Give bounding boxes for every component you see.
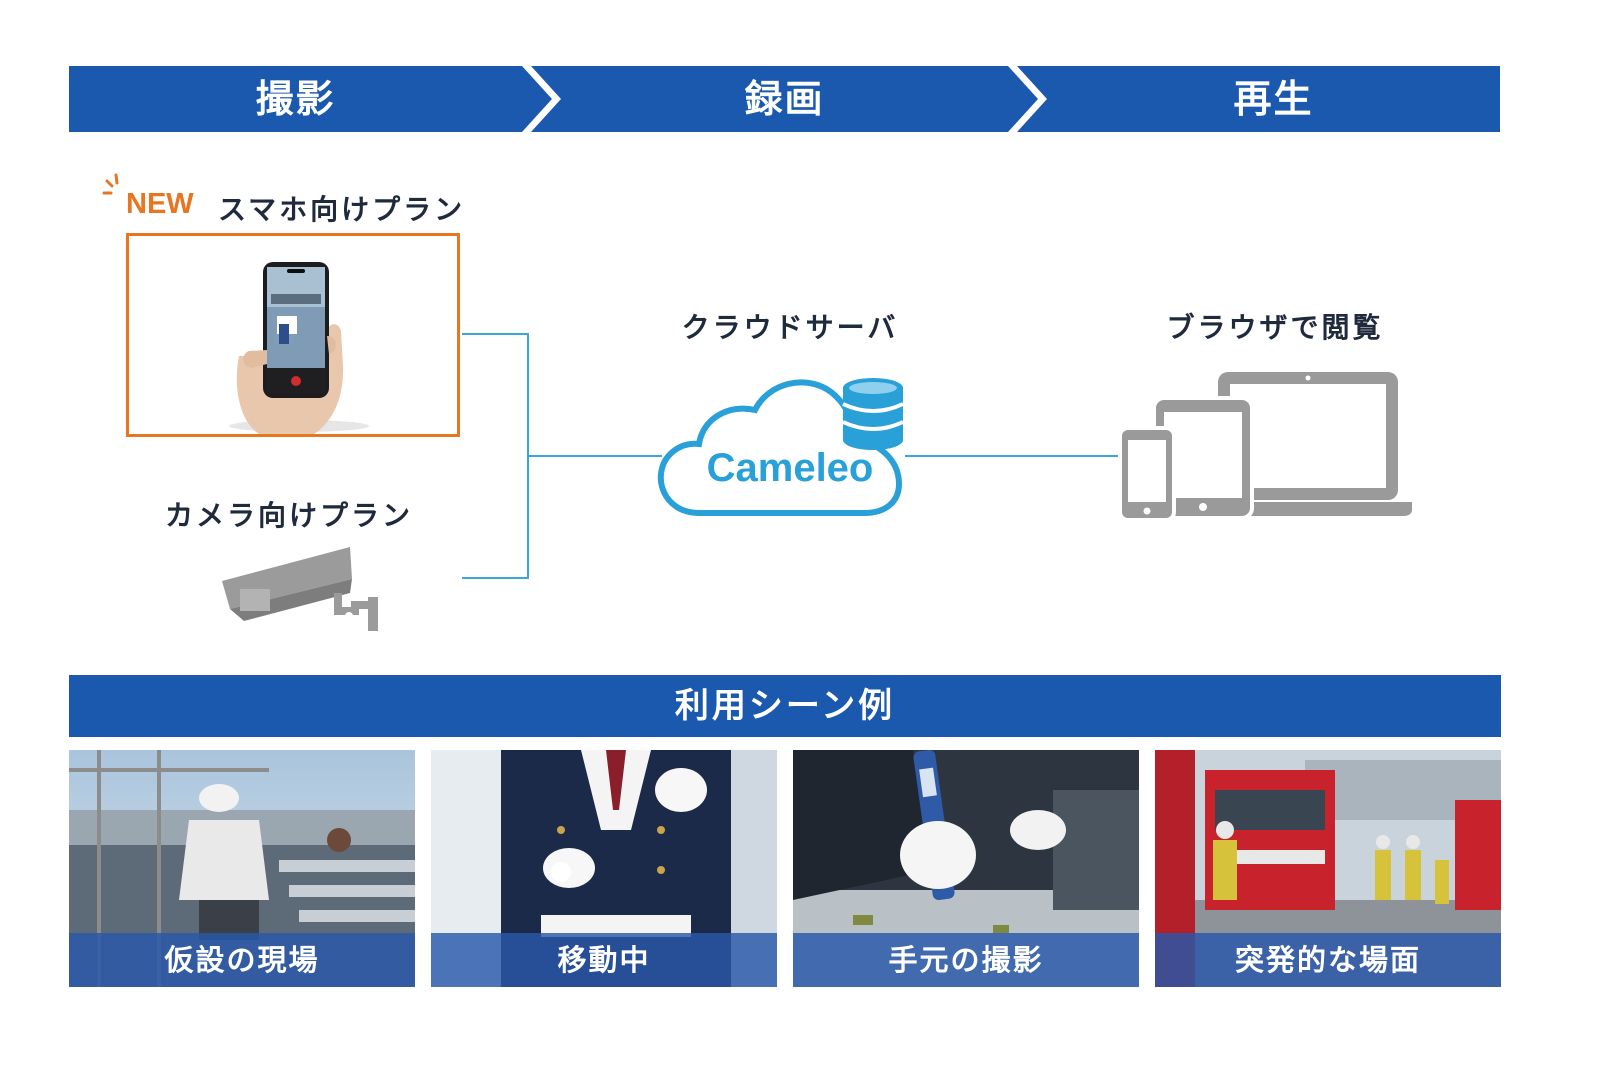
scene-label-handheld: 手元の撮影	[793, 933, 1139, 987]
stage-banner	[69, 66, 1500, 132]
scene-on-the-move: 移動中	[431, 750, 777, 987]
usage-scenes-title: 利用シーン例	[69, 675, 1501, 737]
smartphone-plan-box	[126, 233, 460, 437]
stage-arrow-record	[531, 66, 1038, 132]
new-badge: NEW	[126, 188, 194, 220]
smartphone-icon	[229, 262, 369, 434]
stage-label-shoot: 撮影	[255, 77, 336, 121]
scene-emergency: 突発的な場面	[1155, 750, 1501, 987]
scene-handheld: 手元の撮影	[793, 750, 1139, 987]
devices-icon	[1118, 372, 1412, 522]
smartphone-plan-title: スマホ向けプラン	[218, 193, 466, 226]
stage-arrow-play	[1017, 66, 1500, 132]
stage-label-play: 再生	[1233, 77, 1314, 121]
security-camera-icon	[222, 547, 378, 631]
cloud-server-title: クラウドサーバ	[681, 311, 899, 344]
stage-arrow-shoot	[69, 66, 552, 132]
scene-construction-site: 仮設の現場	[69, 750, 415, 987]
cloud-database-icon	[657, 378, 904, 516]
scene-label-moving: 移動中	[431, 933, 777, 987]
scene-label-construction: 仮設の現場	[69, 933, 415, 987]
new-sparkle-icon	[102, 173, 119, 195]
cloud-service-name: Cameleo	[706, 446, 874, 490]
stage-label-record: 録画	[744, 77, 825, 121]
camera-plan-title: カメラ向けプラン	[165, 499, 414, 532]
browser-view-title: ブラウザで閲覧	[1166, 311, 1384, 344]
connector-lines	[462, 333, 1122, 579]
scene-label-emergency: 突発的な場面	[1155, 933, 1501, 987]
